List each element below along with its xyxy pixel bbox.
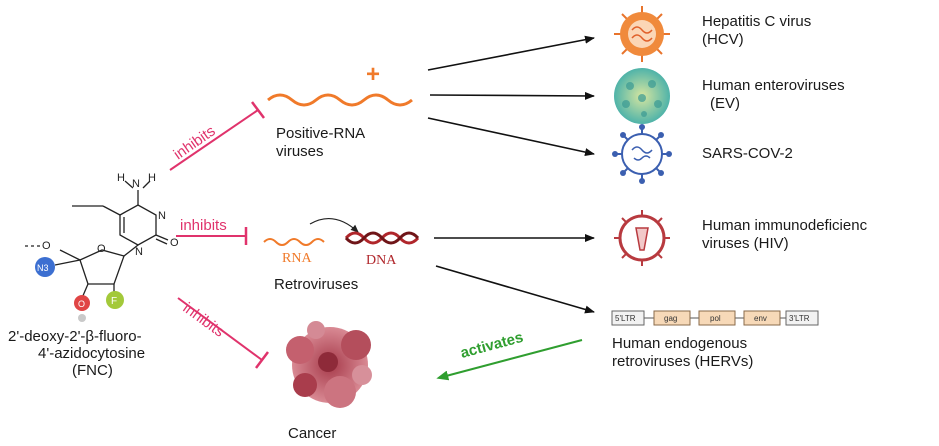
amine-h-bond-right <box>142 180 151 189</box>
inhibit-bottom: inhibits <box>177 297 269 369</box>
azide-label: N3 <box>37 263 49 273</box>
positive-sense-plus: + <box>366 61 380 88</box>
compound-name-line2: 4'-azidocytosine <box>38 345 145 362</box>
cancer-cell-cluster-icon <box>286 321 372 408</box>
atom-ring-o: O <box>97 243 106 255</box>
inhibits-label-bottom: inhibits <box>180 299 228 340</box>
arrow-to-ev <box>429 91 595 100</box>
hiv-virus-icon <box>614 210 670 266</box>
compound-name-line3: (FNC) <box>72 362 113 379</box>
glycosidic-bond <box>123 244 139 257</box>
retro-dna-label: DNA <box>366 253 397 268</box>
ev-label-line2: (EV) <box>710 95 740 112</box>
azide-bond <box>54 259 81 266</box>
hcv-label-line1: Hepatitis C virus <box>702 13 811 30</box>
herv-gene-pol: pol <box>710 314 721 323</box>
herv-gene-gag: gag <box>664 314 677 323</box>
hydrogen-atom-icon <box>78 314 86 322</box>
retroviruses-label: Retroviruses <box>274 276 358 293</box>
fluorine-label: F <box>111 296 117 307</box>
herv-genome-map: 5'LTR gag pol env 3'LTR <box>611 310 819 326</box>
activates-arrow <box>436 339 583 381</box>
arrow-to-sars <box>427 117 595 157</box>
enterovirus-icon <box>614 68 670 124</box>
oxygen-atom-icon <box>74 295 90 311</box>
positive-rna-strand <box>267 93 413 107</box>
ev-label-line1: Human enteroviruses <box>702 77 845 94</box>
amine-h-bond-left <box>124 180 134 189</box>
atom-h2: H <box>148 172 156 184</box>
atom-ring-n2: N <box>135 246 143 258</box>
fnc-atoms: N H H N N O O O <box>42 172 179 258</box>
atom-n-amine: N <box>132 178 140 190</box>
herv-pol-box <box>698 310 736 326</box>
hiv-label-line2: viruses (HIV) <box>702 235 789 252</box>
sars-cov-2-icon <box>612 124 672 184</box>
positive-rna-label-line2: viruses <box>276 143 324 160</box>
hiv-label-line1: Human immunodeficienc <box>702 217 868 234</box>
herv-5ltr-box <box>611 310 645 326</box>
inhibit-top: inhibits <box>169 101 265 171</box>
carbonyl-bond <box>155 234 169 241</box>
dna-double-helix <box>344 231 420 245</box>
pyrimidine-ring <box>119 204 157 246</box>
azide-group-icon <box>35 257 55 277</box>
herv-gene-3ltr: 3'LTR <box>789 314 810 323</box>
compound-name-line1: 2'-deoxy-2'-β-fluoro- <box>8 328 142 345</box>
methyl-bond <box>102 205 121 216</box>
herv-label-line1: Human endogenous <box>612 335 747 352</box>
retro-rna-label: RNA <box>282 251 312 266</box>
atom-carbonyl-o: O <box>170 237 179 249</box>
atom-h1: H <box>117 172 125 184</box>
oxygen-label: O <box>78 299 85 309</box>
inhibits-label-middle: inhibits <box>180 217 227 234</box>
sugar-ring <box>79 249 125 285</box>
herv-label-line2: retroviruses (HERVs) <box>612 353 753 370</box>
cancer-label: Cancer <box>288 425 336 442</box>
fluorine-atom-icon <box>106 291 124 309</box>
reverse-transcription-arrow <box>309 217 359 233</box>
hcv-label-line2: (HCV) <box>702 31 744 48</box>
hcv-virus-icon <box>614 6 670 62</box>
positive-rna-label-line1: Positive-RNA <box>276 125 365 142</box>
ch2-bond <box>59 249 81 261</box>
sars-label: SARS-COV-2 <box>702 145 793 162</box>
herv-gag-box <box>653 310 691 326</box>
herv-3ltr-box <box>785 310 819 326</box>
herv-env-box <box>743 310 781 326</box>
carbonyl-bond-2 <box>155 238 168 245</box>
atom-ring-n1: N <box>158 210 166 222</box>
arrow-to-hcv <box>427 35 595 71</box>
atom-ch2-o: O <box>42 240 51 252</box>
herv-gene-env: env <box>754 314 767 323</box>
inhibit-middle: inhibits <box>176 217 248 245</box>
herv-gene-5ltr: 5'LTR <box>615 314 636 323</box>
arrow-to-herv <box>435 265 595 314</box>
retro-rna-strand <box>263 238 325 246</box>
